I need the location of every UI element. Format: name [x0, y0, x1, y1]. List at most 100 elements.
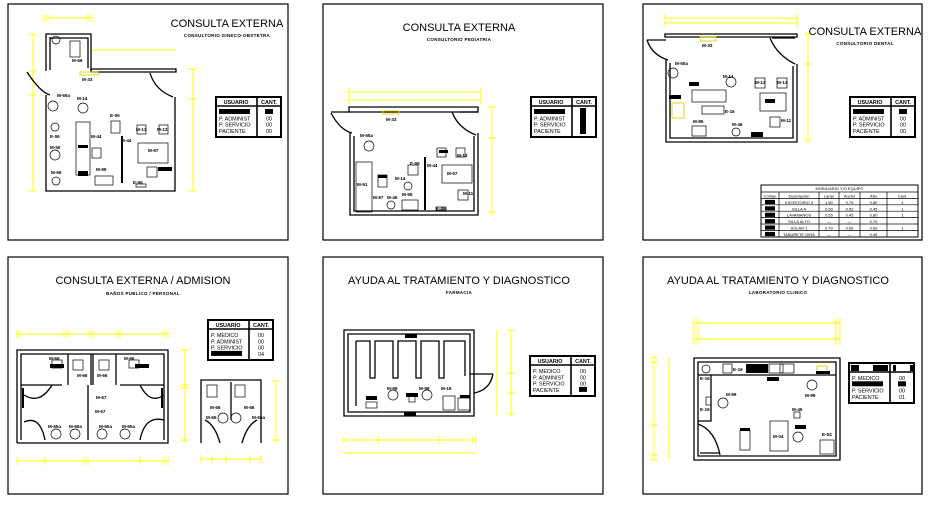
furniture-column-header: Cant. — [898, 194, 908, 199]
wall-outline — [50, 37, 89, 68]
panel-subtitle: CONSULTORIO GINECO-OBSTETRA — [184, 33, 271, 38]
furniture-symbol — [699, 36, 717, 42]
furniture-symbol — [378, 175, 387, 178]
wall-outline — [693, 357, 841, 461]
panel-title: CONSULTA EXTERNA — [809, 26, 922, 38]
equipment-label: M-13 — [777, 80, 788, 85]
furniture-symbol — [206, 384, 218, 398]
furniture-symbol — [387, 389, 399, 401]
equipment-label: M-13 — [136, 127, 147, 132]
furniture-symbol — [792, 431, 804, 443]
equipment-label: M-66 — [51, 170, 62, 175]
equipment-label: M-57 — [447, 171, 458, 176]
equipment-label: M-04 — [773, 434, 784, 439]
wall-outline — [90, 68, 177, 73]
table-row-user: PACIENTE — [852, 395, 879, 401]
equipment-label: E-16 — [733, 367, 743, 372]
furniture-symbol — [135, 183, 147, 188]
dimension-line — [804, 33, 812, 141]
furniture-symbol — [717, 397, 729, 409]
furniture-symbol — [49, 149, 61, 161]
furniture-symbol — [793, 411, 801, 419]
panel-frame — [7, 256, 289, 495]
furniture-symbol — [667, 67, 679, 79]
furniture-symbol — [806, 379, 818, 391]
table-row-user: P. SERVICIO — [534, 123, 566, 129]
furniture-symbol — [816, 371, 830, 374]
equipment-label: M-67 — [96, 395, 107, 400]
table-header-user: USUARIO — [539, 100, 564, 106]
redacted-cell — [534, 109, 565, 114]
table-row-qty: 00 — [258, 339, 264, 345]
furniture-cell: 0.80 — [870, 213, 879, 218]
equipment-label: M-46 — [387, 195, 398, 200]
furniture-symbol — [136, 124, 147, 135]
table-row-user: P. ADMINIST — [219, 116, 251, 122]
code-swatch — [765, 219, 775, 224]
furniture-cell: 0.70 — [870, 219, 879, 224]
furniture-symbol — [754, 77, 766, 89]
wall-outline — [16, 349, 169, 444]
furniture-symbol — [386, 200, 396, 210]
equipment-label: E-06 — [410, 161, 420, 166]
panel-title: CONSULTA EXTERNA — [403, 22, 516, 34]
equipment-label: M-99 — [387, 386, 398, 391]
furniture-symbol — [77, 102, 89, 114]
table-row-qty: 04 — [258, 352, 264, 358]
table-header-qty: CANT. — [895, 100, 911, 106]
furniture-symbol — [50, 428, 62, 440]
equipment-label: M-14 — [395, 176, 406, 181]
furniture-symbol — [421, 389, 433, 401]
furniture-symbol — [767, 377, 779, 381]
furniture-cell: — — [827, 219, 831, 224]
table-row-user: P. SERVICIO — [852, 389, 884, 395]
table-row-qty: 00 — [900, 116, 906, 122]
furniture-symbol — [22, 388, 24, 408]
table-header-qty: CANT. — [576, 100, 592, 106]
equipment-label: M-65a — [675, 61, 688, 66]
panel-subtitle: CONSULTORIO DENTAL — [836, 41, 893, 46]
furniture-symbol — [779, 363, 795, 374]
table-row-user: PACIENTE — [853, 129, 880, 135]
table-row-qty: 00 — [900, 123, 906, 129]
furniture-symbol — [51, 35, 61, 45]
equipment-label: E-06 — [436, 206, 446, 211]
furniture-symbol — [96, 428, 108, 440]
furniture-symbol — [768, 363, 784, 374]
furniture-symbol — [72, 359, 84, 371]
furniture-symbol — [401, 199, 419, 211]
equipment-label: M-95 — [96, 167, 107, 172]
equipment-label: M-99 — [419, 386, 430, 391]
table-row-user: PACIENTE — [533, 388, 560, 394]
furniture-cell: — — [848, 219, 852, 224]
wall-outline — [664, 33, 798, 38]
furniture-symbol — [355, 161, 373, 213]
furniture-symbol — [746, 364, 768, 373]
furniture-symbol — [69, 428, 81, 440]
furniture-symbol — [701, 364, 711, 374]
dimension-line — [342, 436, 477, 444]
equipment-label: M-14 — [77, 96, 88, 101]
wall-outline — [200, 379, 262, 443]
equipment-label: M-13 — [755, 80, 766, 85]
wall-outline — [23, 419, 46, 441]
table-row-user: P. ADMINIST — [533, 375, 565, 381]
furniture-cell: — — [848, 232, 852, 237]
furniture-cell: SILLA ALTO — [788, 219, 810, 224]
table-row-user: P. SERVICIO — [211, 346, 243, 352]
dimension-line — [348, 88, 482, 104]
wall-outline — [347, 333, 471, 413]
table-row-user: P. ADMINIST — [534, 116, 566, 122]
wall-outline — [470, 373, 494, 394]
panel-title: AYUDA AL TRATAMIENTO Y DIAGNOSTICO — [667, 275, 889, 287]
wall-outline — [330, 112, 353, 134]
furniture-cell: 0.45 — [846, 213, 855, 218]
table-row-user: P. MEDICO — [533, 369, 560, 375]
wall-outline — [451, 111, 477, 136]
furniture-column-header: Código — [764, 194, 777, 199]
wall-outline — [45, 33, 92, 71]
